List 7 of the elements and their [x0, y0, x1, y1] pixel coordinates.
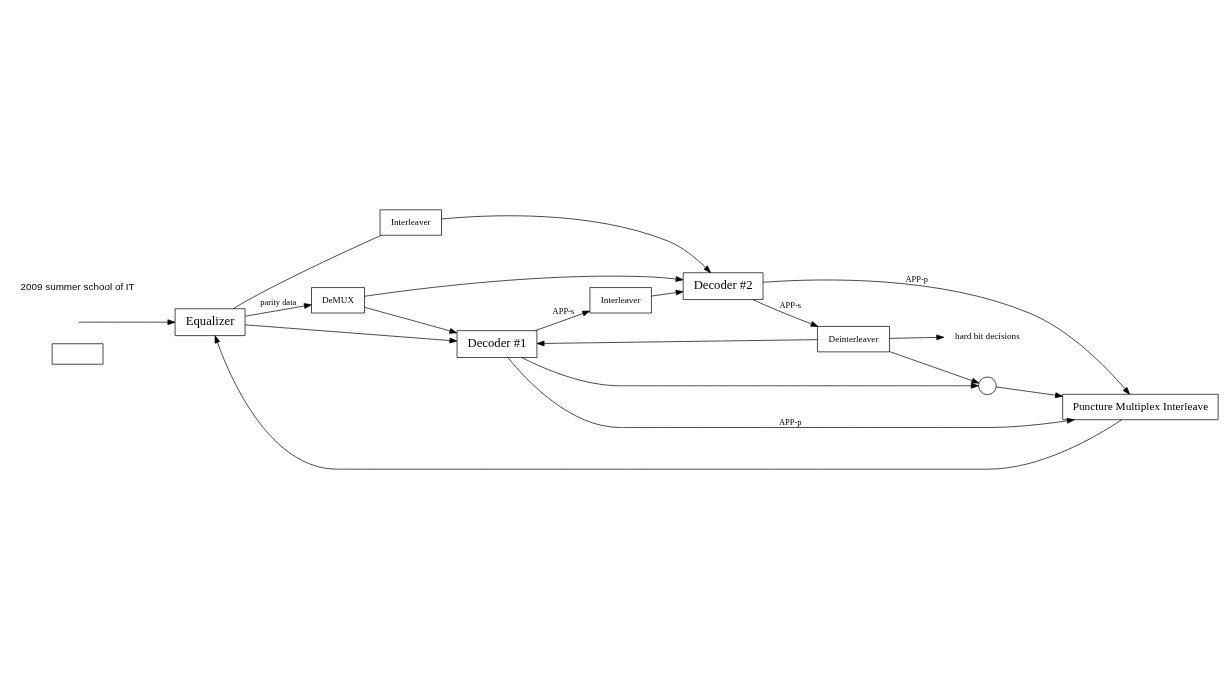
edge-label: parity data — [260, 296, 297, 307]
edge-label: APP-p — [778, 417, 802, 428]
node-text: hard bit decisions — [955, 330, 1020, 341]
edge-label: APP-s — [552, 306, 575, 317]
edge-label: APP-s — [779, 300, 802, 311]
label: 2009 summer school of IT — [20, 281, 135, 293]
edge-label: APP-p — [905, 273, 929, 284]
